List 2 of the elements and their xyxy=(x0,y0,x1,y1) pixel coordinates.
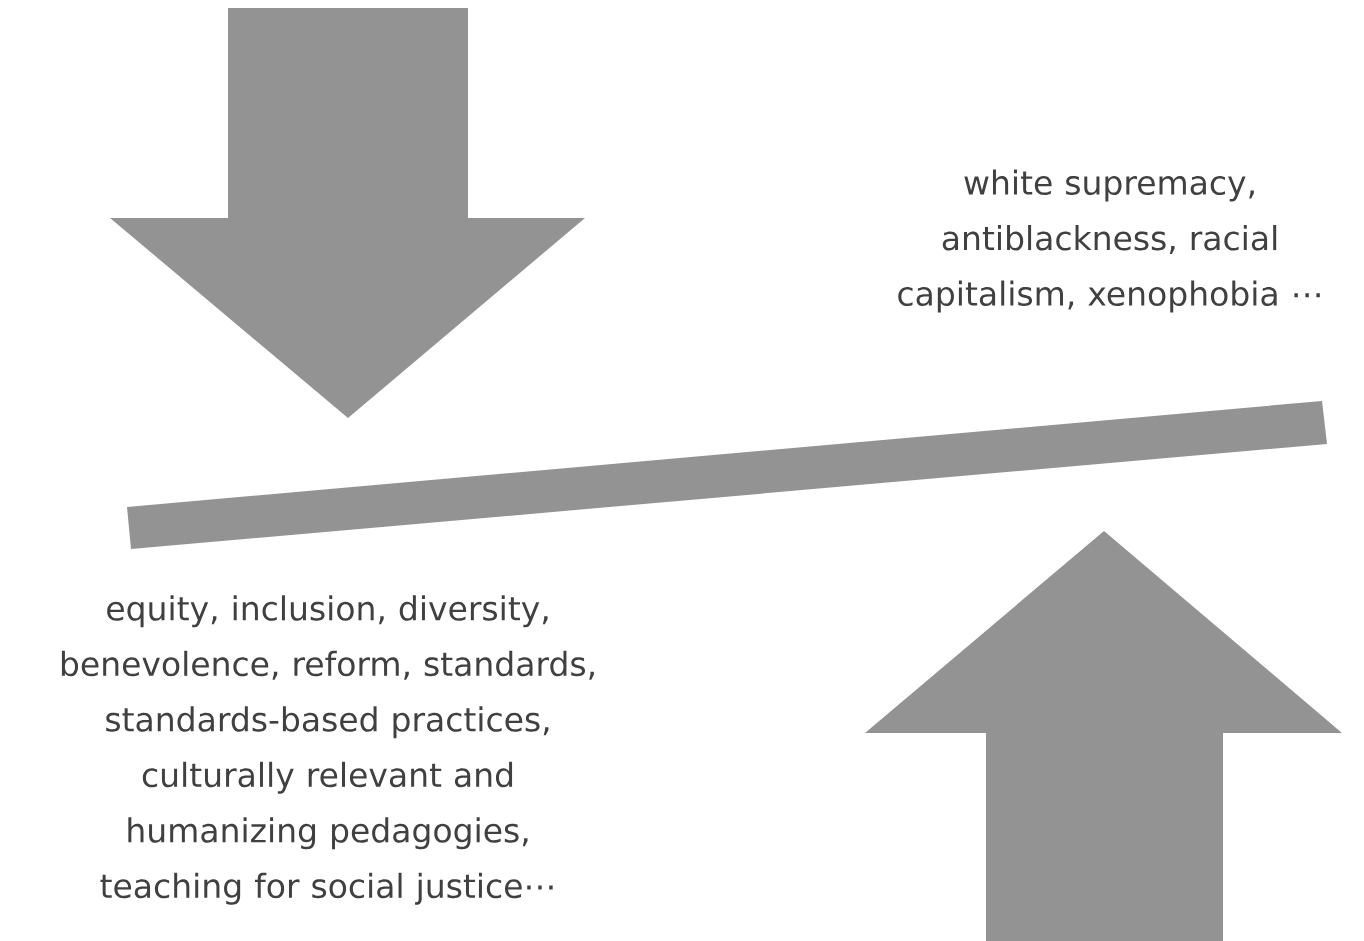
text-label: equity, inclusion, diversity, benevolence, reform, standards, standards-based practices, culturally relevant and humanizing pedagogies, teaching for social justice⋯ xyxy=(61,595,594,905)
text-label: white supremacy, antiblackness, racial capitalism, xenophobia ⋯ xyxy=(898,169,1320,313)
